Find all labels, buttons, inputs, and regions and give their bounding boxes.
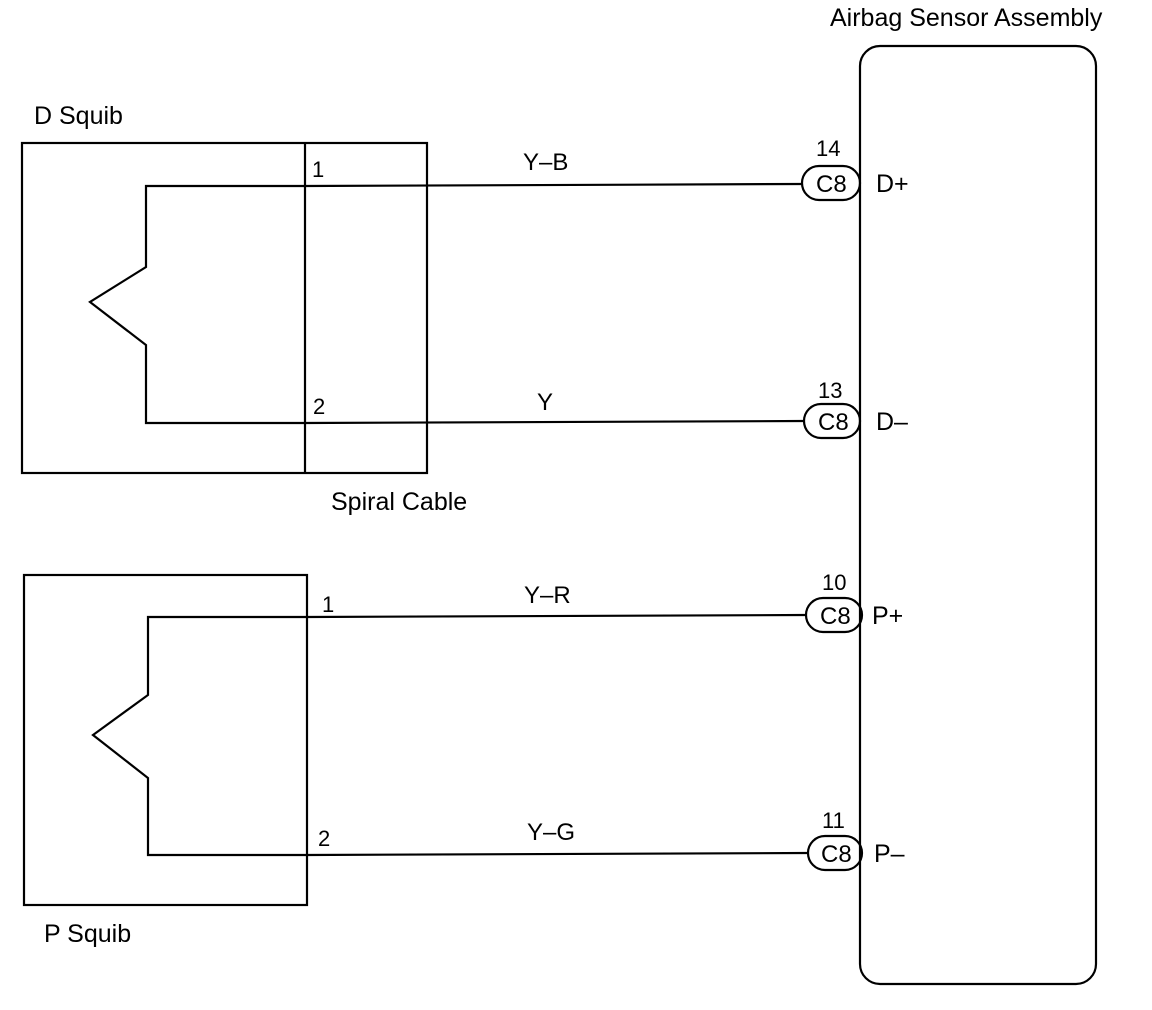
connector-label: C8 [816, 171, 847, 198]
p-squib-box [22, 573, 309, 907]
terminal-label: P– [874, 840, 905, 868]
d-squib-box [20, 141, 429, 475]
wire-color-label: Y–G [527, 819, 575, 846]
connector-c8 [806, 834, 864, 872]
connector-pin-number: 11 [822, 808, 845, 833]
spiral-cable-label: Spiral Cable [331, 488, 467, 516]
connector-pin-number: 13 [818, 378, 842, 403]
connector-label: C8 [818, 409, 849, 436]
wire-y-g [306, 851, 809, 857]
circuit-d-plus: 1 Y–B 14 C8 D+ [304, 136, 909, 202]
connector-c8 [800, 164, 862, 202]
pin-number: 2 [318, 826, 330, 851]
circuit-p-minus: 2 Y–G 11 C8 P– [306, 808, 905, 872]
circuit-p-plus: 1 Y–R 10 C8 P+ [306, 570, 903, 634]
connector-label: C8 [821, 841, 852, 868]
terminal-label: D– [876, 408, 908, 436]
wire-y [304, 419, 805, 425]
d-squib-label: D Squib [34, 102, 123, 130]
p-squib-label: P Squib [44, 920, 131, 948]
connector-c8 [804, 596, 864, 634]
pin-number: 2 [313, 394, 325, 419]
connector-pin-number: 14 [816, 136, 840, 161]
connector-label: C8 [820, 603, 851, 630]
airbag-sensor-assembly-label: Airbag Sensor Assembly [830, 4, 1103, 32]
wire-y-b [304, 182, 803, 188]
wire-color-label: Y [537, 389, 553, 416]
connector-pin-number: 10 [822, 570, 846, 595]
terminal-label: D+ [876, 170, 909, 198]
airbag-sensor-assembly-box [858, 44, 1098, 986]
circuit-d-minus: 2 Y 13 C8 D– [304, 378, 908, 440]
terminal-label: P+ [872, 602, 903, 630]
wire-color-label: Y–R [524, 582, 571, 609]
pin-number: 1 [322, 592, 334, 617]
wire-color-label: Y–B [523, 149, 568, 176]
p-squib-element [91, 615, 307, 857]
wire-y-r [306, 613, 807, 619]
pin-number: 1 [312, 157, 324, 182]
connector-c8 [802, 402, 862, 440]
d-squib-element [88, 184, 305, 425]
